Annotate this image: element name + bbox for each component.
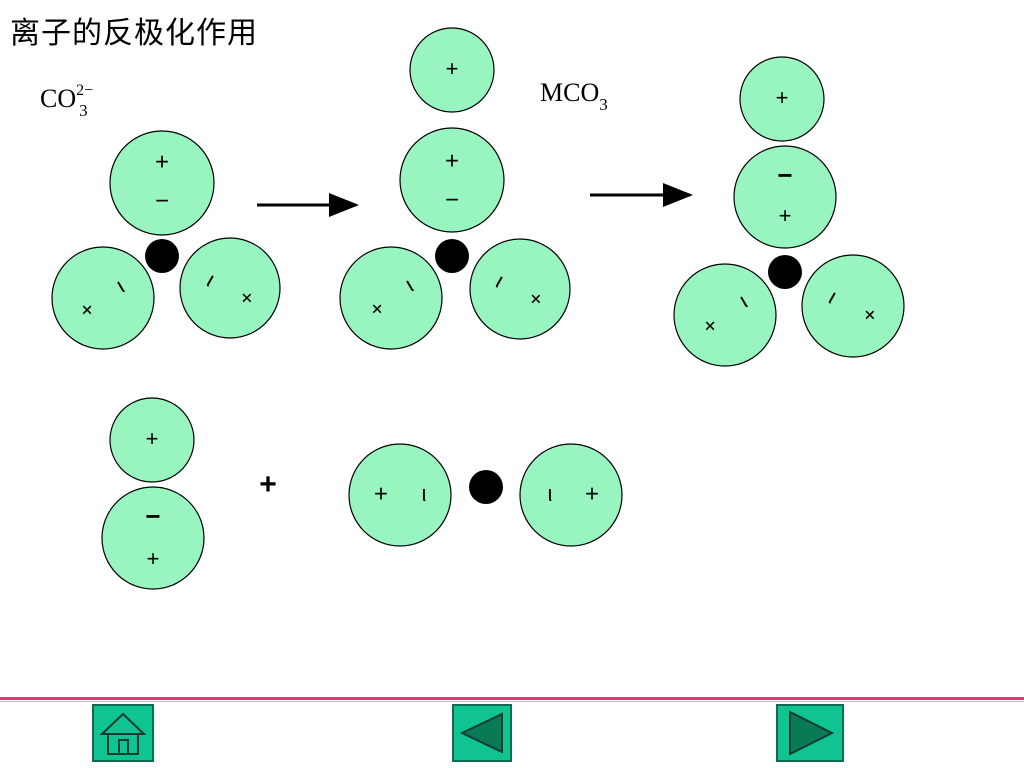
oxygen-ion-right	[469, 238, 571, 340]
partial-charge-sign: ι	[422, 481, 427, 506]
page-title: 离子的反极化作用	[10, 16, 258, 51]
partial-charge-sign: ι	[548, 481, 553, 506]
minus-sign: −	[777, 160, 792, 190]
triangle-right-icon	[789, 710, 835, 756]
metal-carbonate-formula: MCO3	[540, 78, 608, 114]
formula-subscript: 3	[79, 101, 88, 120]
oxygen-ion-top	[733, 145, 837, 249]
formula-charge: 2−	[76, 82, 94, 99]
metal-cation	[739, 56, 825, 142]
minus-sign: −	[155, 187, 169, 214]
carbonate-formula: CO2− 3	[40, 82, 93, 120]
oxygen-ion-right	[519, 443, 623, 547]
minus-sign: −	[445, 186, 459, 213]
oxide-ion	[101, 486, 205, 590]
footer-divider	[0, 697, 1024, 700]
previous-button[interactable]	[452, 704, 512, 762]
home-button[interactable]	[92, 704, 154, 762]
metal-cation	[409, 27, 495, 113]
cation-approach-group: + + − + ι ι +	[339, 27, 571, 350]
carbon-core	[469, 470, 503, 504]
formula-base: MCO	[540, 78, 600, 107]
polarization-diagram: + − + ι ι + + + − + ι ι + + − + + ι	[51, 27, 905, 590]
plus-sign: +	[446, 56, 459, 81]
carbon-core	[768, 255, 802, 289]
combine-plus-sign: +	[259, 468, 277, 501]
next-button[interactable]	[776, 704, 844, 762]
oxygen-ion-top	[399, 127, 505, 233]
oxygen-ion-top	[109, 130, 215, 236]
plus-sign: +	[445, 147, 459, 174]
oxygen-ion-right	[801, 254, 905, 358]
plus-sign: +	[374, 480, 388, 507]
plus-sign: +	[776, 85, 789, 110]
minus-sign: −	[145, 501, 160, 531]
reverse-polarization-group: + − + + ι ι +	[673, 56, 905, 367]
oxygen-ion-left	[348, 443, 452, 547]
carbonate-ion-group: + − + ι ι +	[51, 130, 281, 350]
plus-sign: +	[779, 203, 792, 228]
triangle-left-icon	[459, 712, 503, 754]
plus-sign: +	[146, 426, 159, 451]
oxygen-ion-left	[51, 246, 155, 350]
oxygen-ion-left	[673, 263, 777, 367]
carbon-core	[145, 239, 179, 273]
plus-sign: +	[147, 546, 160, 571]
metal-cation	[109, 397, 195, 483]
home-icon	[99, 712, 147, 755]
carbon-core	[435, 239, 469, 273]
oxygen-ion-right	[179, 237, 281, 339]
formula-base: CO	[40, 84, 77, 113]
footer-divider-shadow	[0, 701, 1024, 702]
plus-sign: +	[585, 480, 599, 507]
metal-oxide-group: + − +	[101, 397, 205, 590]
oxygen-ion-left	[339, 246, 443, 350]
plus-sign: +	[155, 148, 169, 175]
carbon-dioxide-group: + ι ι +	[348, 443, 623, 547]
formula-subscript: 3	[599, 95, 608, 114]
